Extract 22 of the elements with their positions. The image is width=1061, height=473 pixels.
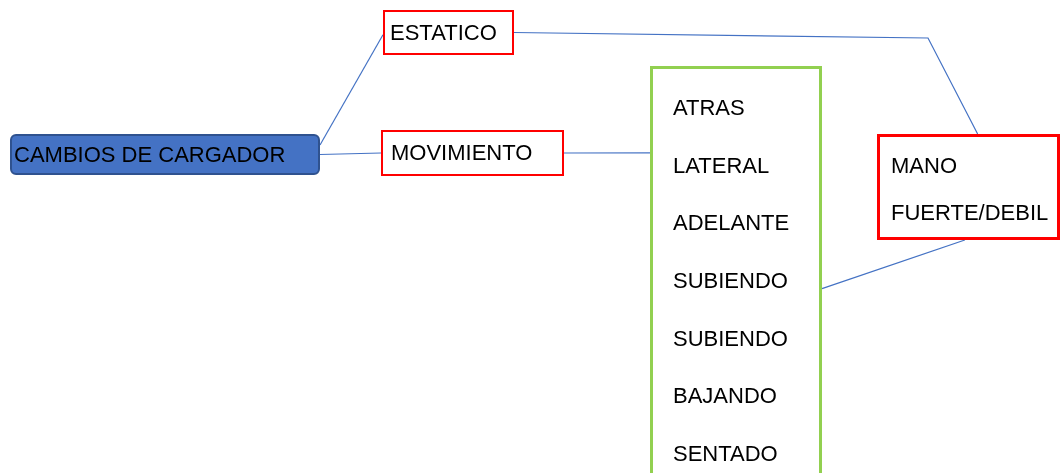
- topic-box: [877, 134, 1060, 240]
- node-text: ADELANTE: [673, 209, 790, 238]
- connector-line: [513, 31, 979, 135]
- node-text: SENTADO: [673, 440, 778, 469]
- node-text: LATERAL: [673, 151, 770, 180]
- node-text: BAJANDO: [673, 382, 777, 411]
- root-topic-box: [10, 134, 320, 175]
- node-text: ESTATICO: [390, 18, 497, 47]
- connector-line: [319, 152, 382, 156]
- list-box: [650, 66, 822, 473]
- node-text: ATRAS: [673, 93, 745, 122]
- node-text: SUBIENDO: [673, 324, 788, 353]
- node-text: SUBIENDO: [673, 267, 788, 295]
- connector-line: [821, 239, 966, 290]
- connector-line: [563, 152, 651, 154]
- topic-box: [381, 130, 564, 176]
- node-text: MANO: [891, 151, 957, 180]
- topic-box: [383, 10, 514, 55]
- connector-line: [319, 34, 384, 146]
- node-text: FUERTE/DEBIL: [891, 199, 1049, 228]
- node-text: CAMBIOS DE CARGADOR: [14, 140, 286, 169]
- node-text: MOVIMIENTO: [391, 139, 533, 167]
